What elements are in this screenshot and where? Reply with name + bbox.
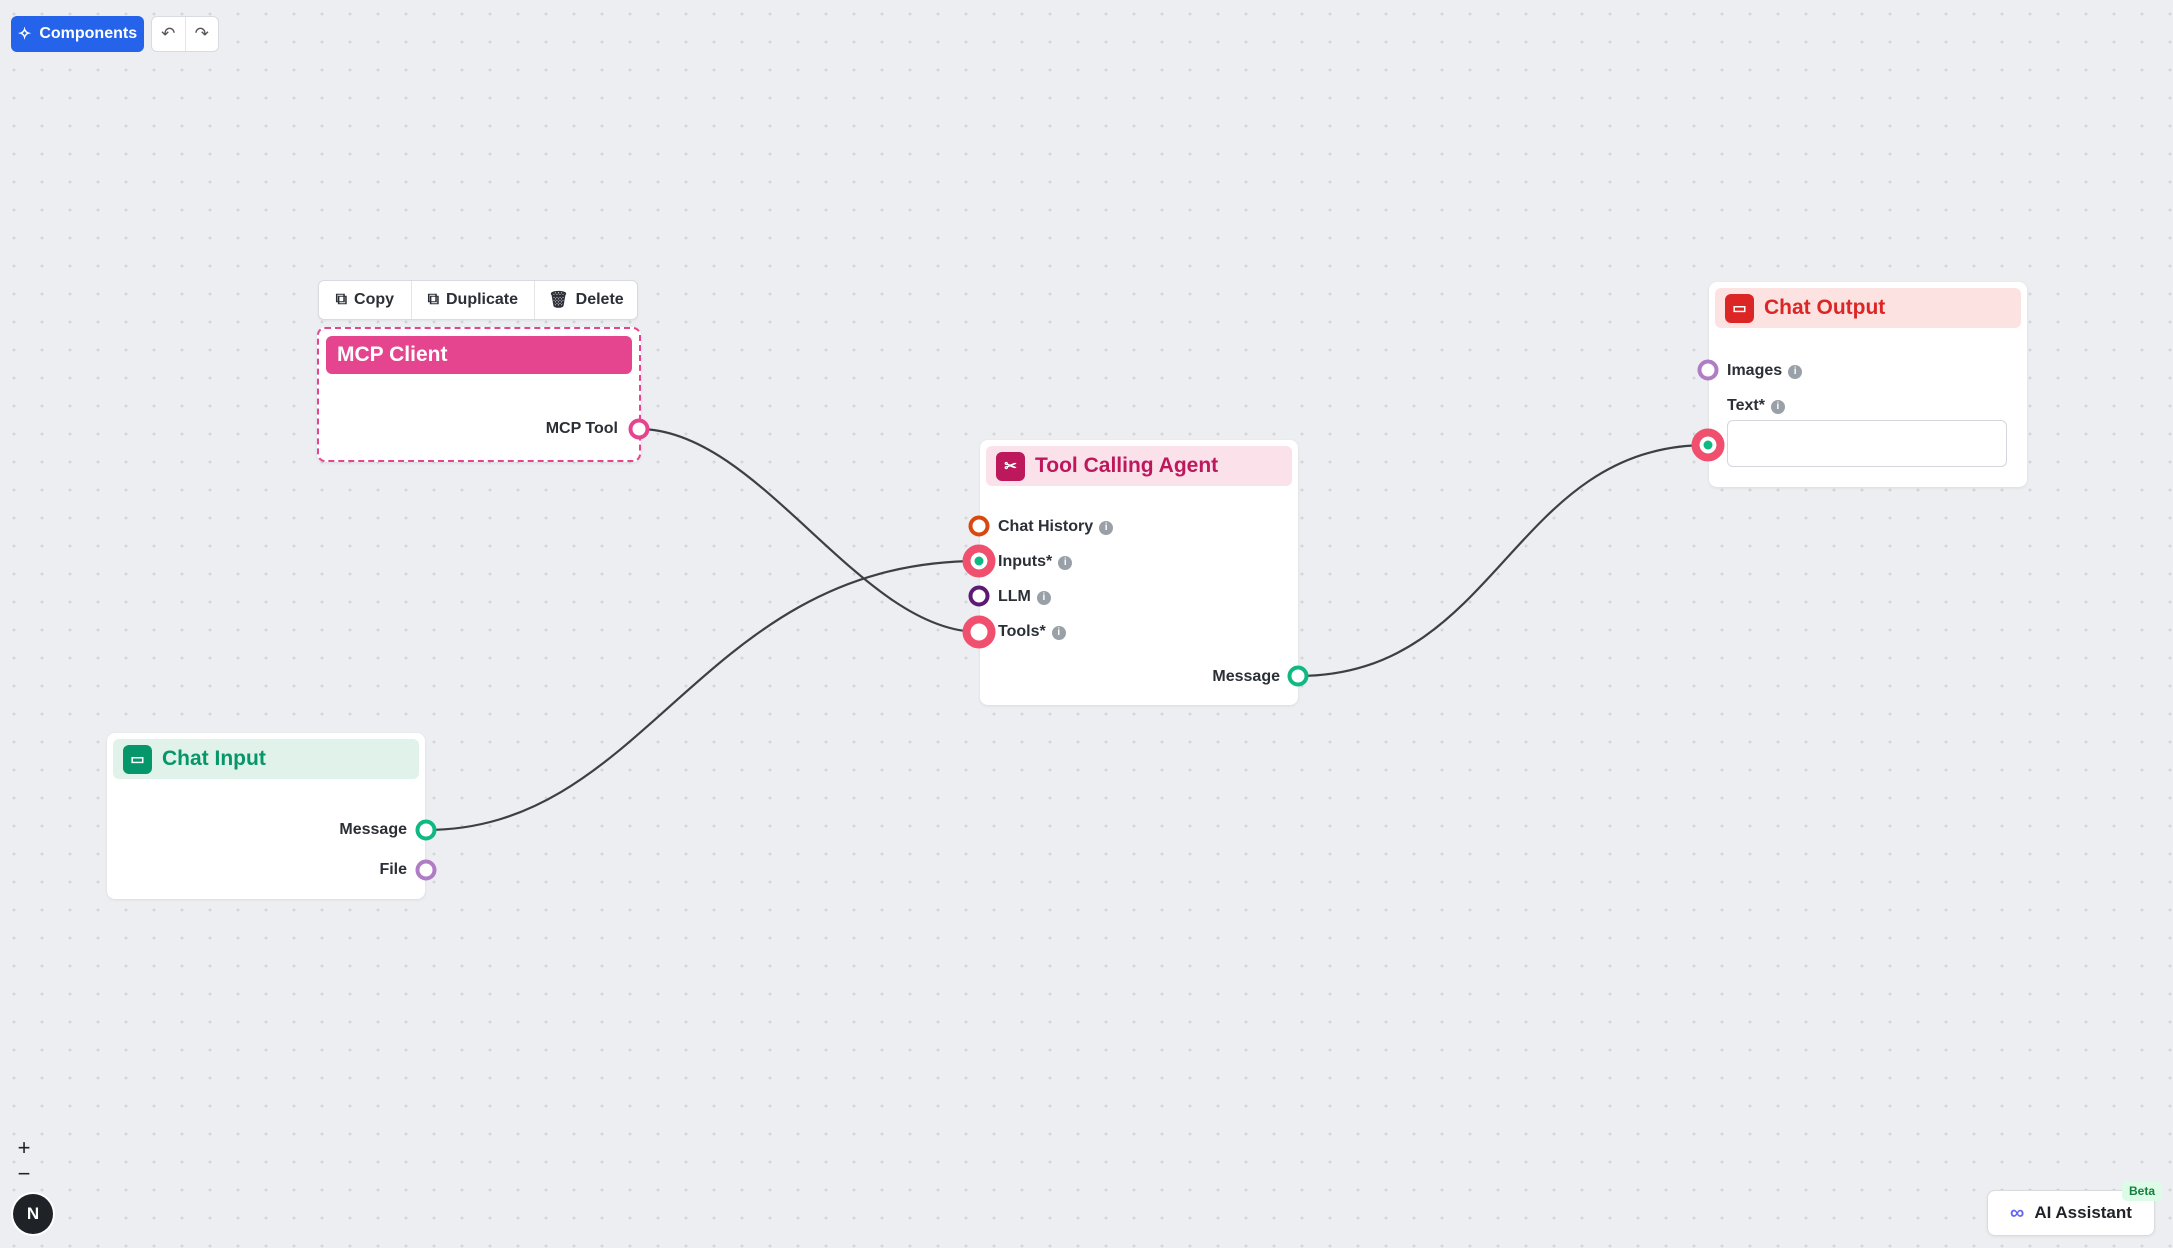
info-icon[interactable]: i <box>1099 521 1114 535</box>
beta-badge: Beta <box>2122 1181 2162 1201</box>
chat-output-header: ▭ Chat Output <box>1715 288 2021 328</box>
info-icon[interactable]: i <box>1058 556 1073 570</box>
chat-input-file-label: File <box>379 861 407 878</box>
chat-input-message-label: Message <box>339 821 407 838</box>
ai-assistant-icon: ∞ <box>2010 1201 2025 1224</box>
info-icon[interactable]: i <box>1788 365 1803 379</box>
edge-mcp-tool-to-tools[interactable] <box>638 427 980 634</box>
info-icon[interactable]: i <box>1770 400 1785 414</box>
node-chat-input[interactable]: ▭ Chat Input Message File <box>107 733 425 899</box>
chat-output-icon: ▭ <box>1725 293 1754 323</box>
llm-port[interactable] <box>968 585 990 607</box>
edge-agent-message-to-text[interactable] <box>1297 443 1709 678</box>
inputs-port[interactable] <box>962 544 996 578</box>
tools-label: Tools*i <box>998 623 1066 641</box>
text-label: Text*i <box>1727 397 1785 415</box>
copy-button[interactable]: ⧉ Copy <box>319 281 411 319</box>
undo-redo-group: ↶ ↷ <box>151 16 219 52</box>
mcp-client-title: MCP Client <box>337 343 448 366</box>
undo-icon[interactable]: ↶ <box>161 24 176 43</box>
chat-input-message-port[interactable] <box>415 819 437 841</box>
mcp-tool-output-label: MCP Tool <box>545 420 618 437</box>
copy-icon: ⧉ <box>335 291 348 308</box>
ai-assistant-label: AI Assistant <box>2034 1203 2132 1222</box>
inputs-label: Inputs*i <box>998 553 1073 571</box>
delete-button[interactable]: 🗑 Delete <box>534 281 637 319</box>
chat-input-file-port[interactable] <box>415 859 437 881</box>
tool-calling-agent-header: ✂ Tool Calling Agent <box>986 446 1292 486</box>
tools-port[interactable] <box>962 615 996 649</box>
duplicate-button[interactable]: ⧉ Duplicate <box>410 281 534 319</box>
mcp-client-header: MCP Client <box>326 336 632 374</box>
info-icon[interactable]: i <box>1036 591 1051 605</box>
trash-icon: 🗑 <box>548 292 569 309</box>
sparkle-icon: ✧ <box>17 26 32 43</box>
chat-history-port[interactable] <box>968 515 990 537</box>
copy-label: Copy <box>354 291 395 308</box>
node-toolbar: ⧉ Copy ⧉ Duplicate 🗑 Delete <box>318 280 638 320</box>
edge-chat-input-message-to-inputs[interactable] <box>425 559 980 832</box>
chat-input-header: ▭ Chat Input <box>113 739 419 779</box>
agent-message-output-label: Message <box>1212 668 1280 685</box>
info-icon[interactable]: i <box>1051 626 1066 640</box>
duplicate-label: Duplicate <box>446 291 519 308</box>
components-button[interactable]: ✧ Components <box>11 16 144 52</box>
components-button-label: Components <box>39 25 138 42</box>
images-port[interactable] <box>1697 359 1719 381</box>
text-port[interactable] <box>1691 428 1725 462</box>
zoom-in-button[interactable]: + <box>17 1135 31 1160</box>
zoom-out-button[interactable]: − <box>17 1161 31 1186</box>
agent-message-output-port[interactable] <box>1287 665 1309 687</box>
chat-input-title: Chat Input <box>162 747 266 770</box>
text-input-field[interactable] <box>1727 420 2007 467</box>
tool-agent-icon: ✂ <box>996 451 1025 481</box>
chat-input-icon: ▭ <box>123 744 152 774</box>
delete-label: Delete <box>575 291 624 308</box>
avatar[interactable]: N <box>13 1194 53 1234</box>
tool-calling-agent-title: Tool Calling Agent <box>1035 454 1219 477</box>
chat-output-title: Chat Output <box>1764 296 1886 319</box>
node-mcp-client[interactable]: MCP Client MCP Tool <box>317 327 641 462</box>
mcp-tool-output-port[interactable] <box>628 418 650 440</box>
redo-icon[interactable]: ↷ <box>184 17 219 51</box>
duplicate-icon: ⧉ <box>427 291 439 308</box>
zoom-controls: + − <box>14 1135 34 1187</box>
